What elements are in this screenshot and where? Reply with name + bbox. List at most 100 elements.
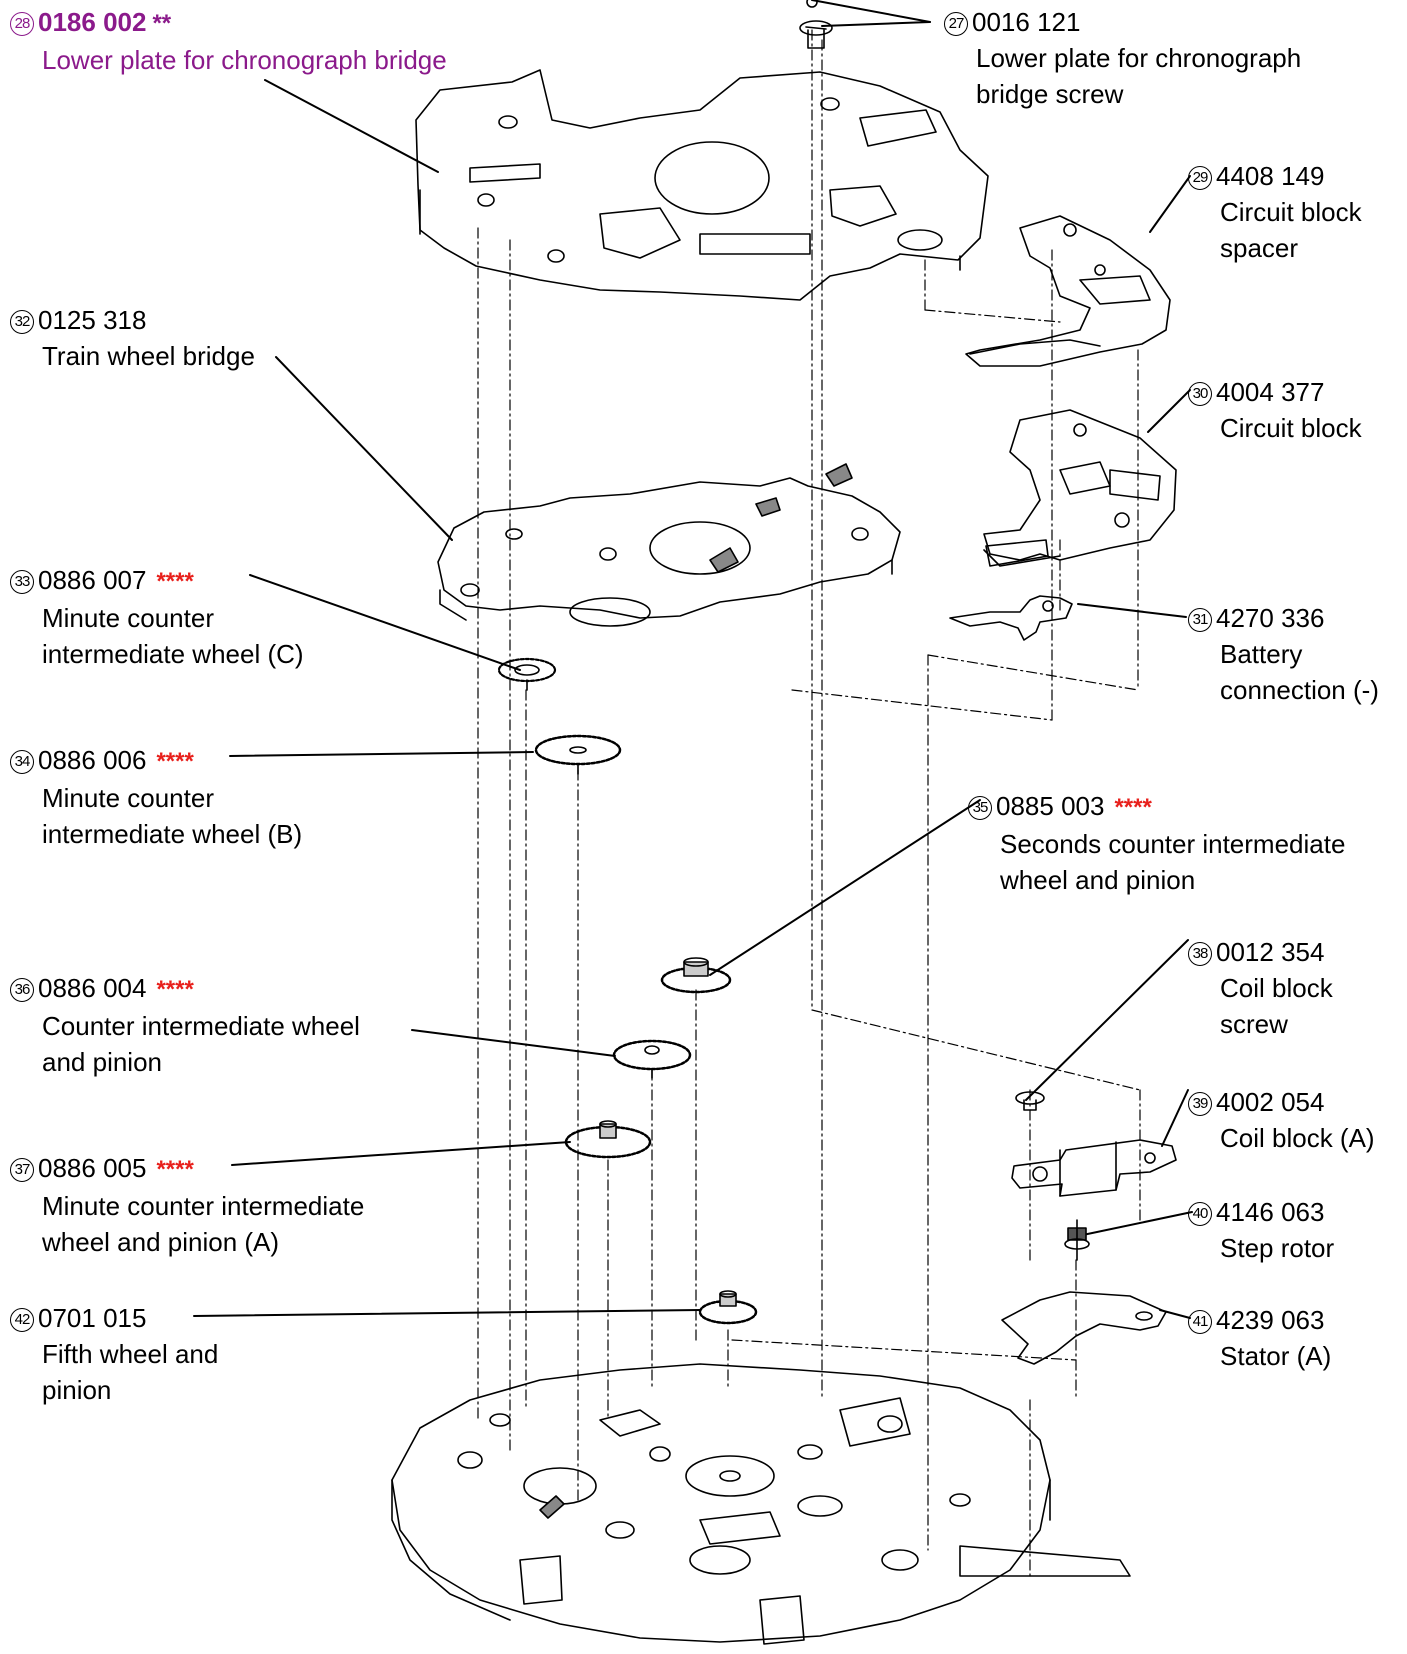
part-name-33-line1: Minute counter xyxy=(42,603,214,633)
part-marker-34: **** xyxy=(156,748,194,775)
callout-35-icon: 35 xyxy=(968,796,992,820)
minute-counter-wheel-b-drawing xyxy=(534,734,622,775)
callout-42-icon: 42 xyxy=(10,1308,34,1332)
callout-37-icon: 37 xyxy=(10,1158,34,1182)
part-name-34-line2: intermediate wheel (B) xyxy=(42,819,303,849)
fifth-wheel-drawing xyxy=(698,1290,758,1325)
part-code-33: 0886 007 xyxy=(38,565,147,595)
part-code-39: 4002 054 xyxy=(1216,1087,1325,1117)
minute-counter-wheel-a-drawing xyxy=(564,1120,652,1159)
lower-plate-screw-drawing xyxy=(799,0,833,49)
part-name-37-line2: wheel and pinion (A) xyxy=(42,1227,280,1257)
part-marker-35: **** xyxy=(1114,794,1152,821)
callout-38-icon: 38 xyxy=(1188,942,1212,966)
part-code-27: 0016 121 xyxy=(972,7,1081,37)
callout-27-icon: 27 xyxy=(944,12,968,36)
circuit-block-spacer-drawing xyxy=(965,215,1171,367)
coil-block-drawing xyxy=(1011,1139,1177,1197)
part-code-32: 0125 318 xyxy=(38,305,147,335)
part-name-41: Stator (A) xyxy=(1220,1341,1332,1371)
part-name-36-line1: Counter intermediate wheel xyxy=(42,1011,360,1041)
coil-block-screw-drawing xyxy=(1015,1091,1045,1111)
part-name-34-line1: Minute counter xyxy=(42,783,214,813)
part-name-31-line1: Battery xyxy=(1220,639,1303,669)
part-code-38: 0012 354 xyxy=(1216,937,1325,967)
callout-41-icon: 41 xyxy=(1188,1310,1212,1334)
callout-29-icon: 29 xyxy=(1188,166,1212,190)
part-name-31-line2: connection (-) xyxy=(1220,675,1379,705)
battery-connection-drawing xyxy=(949,595,1073,641)
part-marker-28: ** xyxy=(152,10,172,37)
part-code-34: 0886 006 xyxy=(38,745,147,775)
part-name-35-line2: wheel and pinion xyxy=(1000,865,1196,895)
callout-31-icon: 31 xyxy=(1188,608,1212,632)
callout-28-icon: 28 xyxy=(10,12,34,36)
minute-counter-wheel-c-drawing xyxy=(497,657,557,691)
callout-36-icon: 36 xyxy=(10,978,34,1002)
part-code-31: 4270 336 xyxy=(1216,603,1325,633)
part-name-38-line1: Coil block xyxy=(1220,973,1333,1003)
lower-plate-chronograph-bridge-drawing xyxy=(415,69,989,301)
part-name-29-line1: Circuit block xyxy=(1220,197,1362,227)
step-rotor-drawing xyxy=(1064,1219,1090,1261)
counter-intermediate-wheel-drawing xyxy=(612,1039,692,1079)
part-name-36-line2: and pinion xyxy=(42,1047,162,1077)
part-name-39: Coil block (A) xyxy=(1220,1123,1375,1153)
stator-drawing xyxy=(1001,1291,1167,1365)
part-code-41: 4239 063 xyxy=(1216,1305,1325,1335)
seconds-counter-wheel-drawing xyxy=(660,957,732,994)
part-marker-37: **** xyxy=(156,1156,194,1183)
part-name-27-line2: bridge screw xyxy=(976,79,1124,109)
movement-main-plate-drawing xyxy=(391,1363,1131,1645)
part-name-28: Lower plate for chronograph bridge xyxy=(42,45,447,75)
part-code-42: 0701 015 xyxy=(38,1303,147,1333)
part-code-36: 0886 004 xyxy=(38,973,147,1003)
part-name-33-line2: intermediate wheel (C) xyxy=(42,639,304,669)
part-code-35: 0885 003 xyxy=(996,791,1105,821)
circuit-block-drawing xyxy=(983,409,1177,567)
callout-39-icon: 39 xyxy=(1188,1092,1212,1116)
part-name-32: Train wheel bridge xyxy=(42,341,255,371)
part-code-40: 4146 063 xyxy=(1216,1197,1325,1227)
part-name-30: Circuit block xyxy=(1220,413,1362,443)
part-code-37: 0886 005 xyxy=(38,1153,147,1183)
part-name-40: Step rotor xyxy=(1220,1233,1335,1263)
part-name-42-line1: Fifth wheel and xyxy=(42,1339,219,1369)
part-name-35-line1: Seconds counter intermediate xyxy=(1000,829,1346,859)
part-code-29: 4408 149 xyxy=(1216,161,1325,191)
part-name-37-line1: Minute counter intermediate xyxy=(42,1191,365,1221)
part-name-42-line2: pinion xyxy=(42,1375,112,1405)
callout-33-icon: 33 xyxy=(10,570,34,594)
callout-32-icon: 32 xyxy=(10,310,34,334)
alignment-lines xyxy=(477,29,1141,1581)
callout-40-icon: 40 xyxy=(1188,1202,1212,1226)
part-marker-33: **** xyxy=(156,568,194,595)
part-name-27-line1: Lower plate for chronograph xyxy=(976,43,1302,73)
leader-lines xyxy=(193,0,1193,1319)
callout-34-icon: 34 xyxy=(10,750,34,774)
part-marker-36: **** xyxy=(156,976,194,1003)
part-name-38-line2: screw xyxy=(1220,1009,1288,1039)
train-wheel-bridge-drawing xyxy=(437,463,901,627)
part-code-30: 4004 377 xyxy=(1216,377,1325,407)
part-code-28: 0186 002 xyxy=(38,7,147,37)
part-name-29-line2: spacer xyxy=(1220,233,1299,263)
